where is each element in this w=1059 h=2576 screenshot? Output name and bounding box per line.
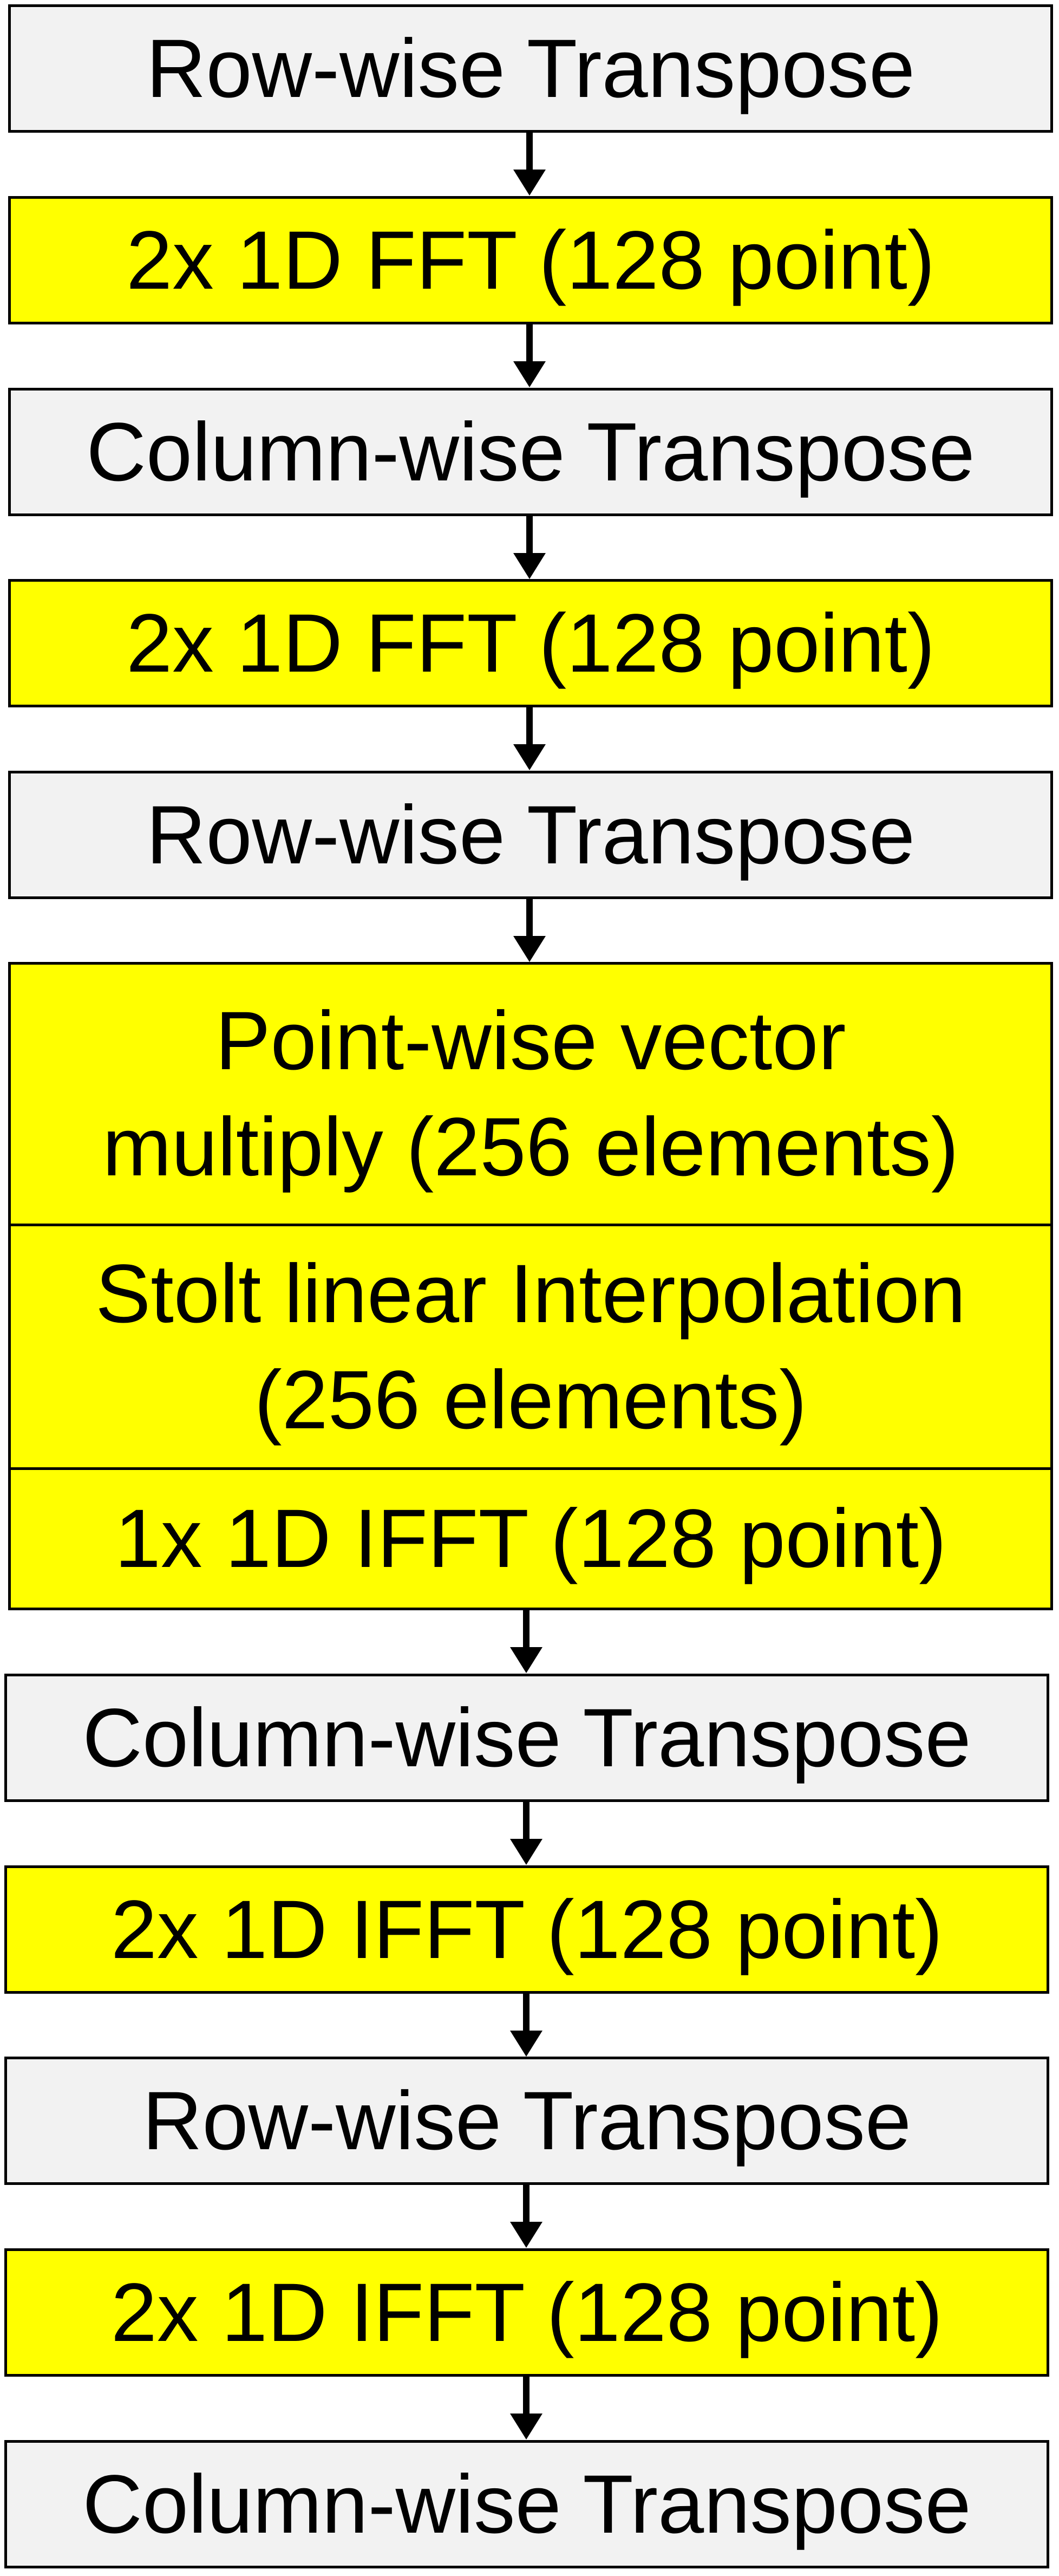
step-column-wise-transpose-2: Column-wise Transpose <box>4 1674 1049 1802</box>
step-row-wise-transpose-3: Row-wise Transpose <box>4 2057 1049 2185</box>
section-point-wise-multiply: Point-wise vector multiply (256 elements… <box>11 965 1050 1224</box>
section-line-1: Point-wise vector <box>215 994 846 1088</box>
section-line-1: 1x 1D IFFT (128 point) <box>114 1492 947 1585</box>
step-combined-block: Point-wise vector multiply (256 elements… <box>8 962 1053 1610</box>
step-2x-1d-fft-1: 2x 1D FFT (128 point) <box>8 196 1053 324</box>
step-label: Row-wise Transpose <box>146 788 916 881</box>
step-label: Row-wise Transpose <box>142 2074 912 2167</box>
step-label: Column-wise Transpose <box>86 405 975 498</box>
section-line-1: Stolt linear Interpolation <box>95 1247 966 1340</box>
section-stolt-interpolation: Stolt linear Interpolation (256 elements… <box>11 1224 1050 1467</box>
step-label: 2x 1D FFT (128 point) <box>126 596 935 689</box>
step-row-wise-transpose-1: Row-wise Transpose <box>8 4 1053 133</box>
step-label: Row-wise Transpose <box>146 22 916 115</box>
step-label: 2x 1D IFFT (128 point) <box>110 2266 943 2359</box>
section-line-2: multiply (256 elements) <box>102 1101 959 1193</box>
section-1x-1d-ifft: 1x 1D IFFT (128 point) <box>11 1467 1050 1608</box>
step-2x-1d-fft-2: 2x 1D FFT (128 point) <box>8 579 1053 707</box>
step-row-wise-transpose-2: Row-wise Transpose <box>8 771 1053 899</box>
step-2x-1d-ifft-1: 2x 1D IFFT (128 point) <box>4 1865 1049 1994</box>
step-label: 2x 1D IFFT (128 point) <box>110 1883 943 1976</box>
step-2x-1d-ifft-2: 2x 1D IFFT (128 point) <box>4 2248 1049 2377</box>
step-label: Column-wise Transpose <box>82 2457 971 2551</box>
step-label: 2x 1D FFT (128 point) <box>126 213 935 307</box>
step-column-wise-transpose-1: Column-wise Transpose <box>8 388 1053 516</box>
section-line-2: (256 elements) <box>254 1353 807 1446</box>
step-column-wise-transpose-3: Column-wise Transpose <box>4 2440 1049 2568</box>
step-label: Column-wise Transpose <box>82 1691 971 1784</box>
